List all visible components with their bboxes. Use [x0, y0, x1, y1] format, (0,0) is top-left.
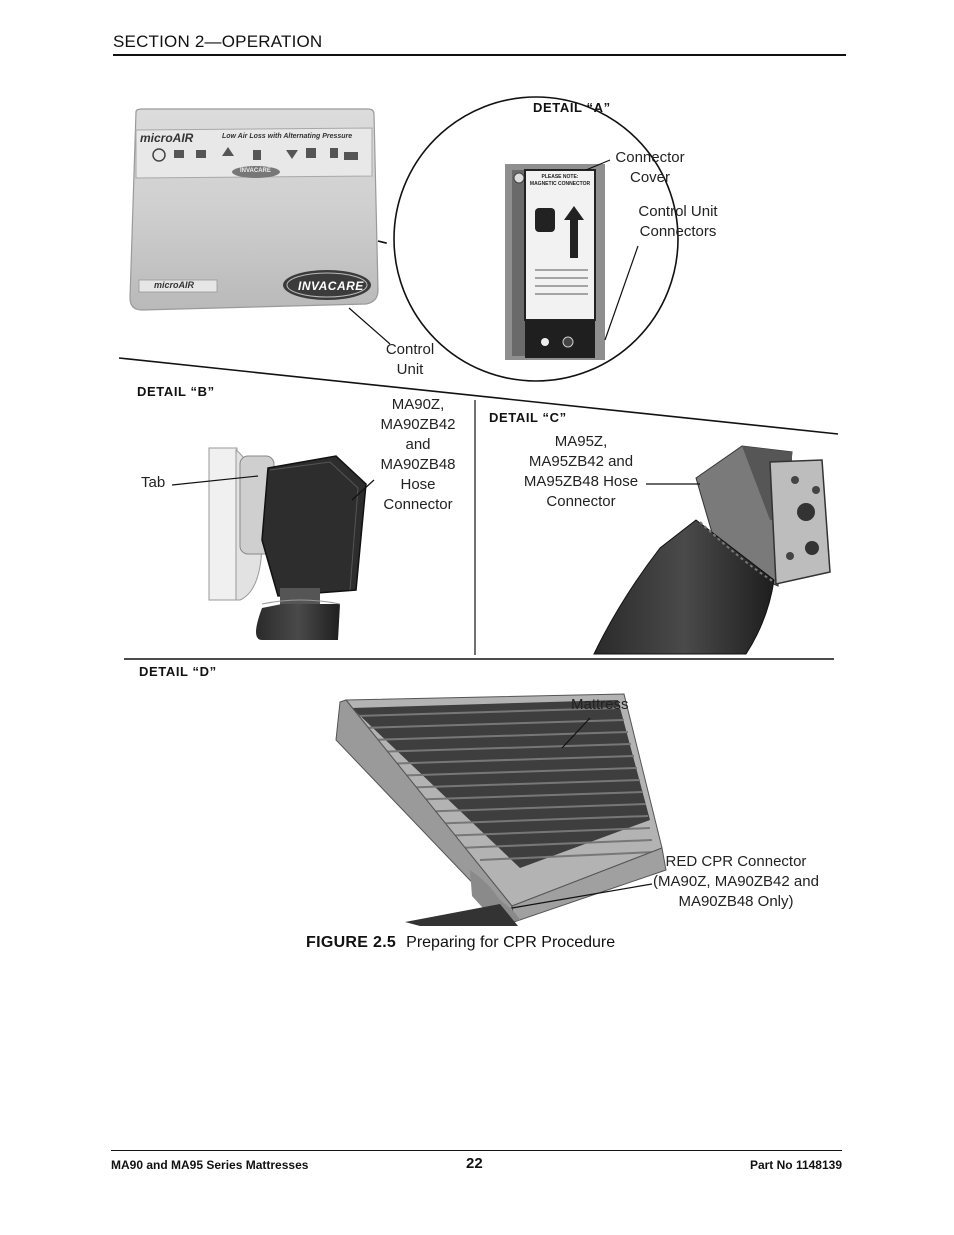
part-number: Part No 1148139 — [749, 1158, 842, 1172]
red-cpr-line2: (MA90Z, MA90ZB42 and — [653, 873, 819, 890]
control-unit-image — [129, 108, 379, 311]
ma95-hose-connector-label: MA95Z, MA95ZB42 and MA95ZB48 Hose Connec… — [516, 432, 646, 512]
figure-title: Preparing for CPR Procedure — [406, 934, 616, 951]
ma95-line2: MA95ZB42 and — [528, 453, 634, 470]
ma95-line3: MA95ZB48 Hose — [523, 473, 639, 490]
ma90-line5: Hose — [400, 476, 436, 493]
page-number: 22 — [466, 1155, 483, 1172]
tab-label: Tab — [141, 474, 166, 491]
control-unit-connectors-line2: Connectors — [639, 223, 717, 240]
connector-note: PLEASE NOTE: MAGNETIC CONNECTOR — [529, 174, 591, 187]
connector-cover-line2: Cover — [629, 169, 670, 186]
control-unit-connectors-label: Control Unit Connectors — [626, 202, 730, 242]
footer-rule — [111, 1150, 842, 1151]
ma95-line1: MA95Z, — [554, 433, 608, 450]
figure-caption: FIGURE 2.5 Preparing for CPR Procedure — [306, 934, 615, 952]
mattress-label: Mattress — [571, 696, 629, 713]
control-unit-label: Control Unit — [372, 340, 448, 380]
device-brand: microAIR — [140, 131, 194, 145]
detail-c-label: DETAIL “C” — [489, 410, 567, 425]
device-logo: INVACARE — [298, 279, 364, 293]
connector-cover-label: Connector Cover — [604, 148, 696, 188]
red-cpr-connector-label: RED CPR Connector (MA90Z, MA90ZB42 and M… — [644, 852, 828, 912]
ma90-line2: MA90ZB42 — [380, 416, 456, 433]
device-plate-brand: microAIR — [154, 280, 195, 290]
ma90-line1: MA90Z, — [391, 396, 445, 413]
ma90-line4: MA90ZB48 — [380, 456, 456, 473]
ma90-hose-connector-label: MA90Z, MA90ZB42 and MA90ZB48 Hose Connec… — [372, 395, 464, 515]
detail-a-magnifier — [393, 96, 679, 382]
detail-d-mattress-image — [335, 693, 667, 926]
ma90-line6: Connector — [383, 496, 453, 513]
detail-d-label: DETAIL “D” — [139, 664, 217, 679]
ma90-line3: and — [405, 436, 431, 453]
connector-cover-line1: Connector — [615, 149, 685, 166]
device-panel-logo: INVACARE — [240, 168, 271, 174]
detail-b-label: DETAIL “B” — [137, 384, 215, 399]
header-rule — [113, 54, 846, 56]
figure-number: FIGURE 2.5 — [306, 934, 397, 951]
control-unit-line1: Control — [385, 341, 435, 358]
detail-c-image — [593, 445, 831, 655]
red-cpr-line3: MA90ZB48 Only) — [678, 893, 794, 910]
control-unit-connectors-line1: Control Unit — [638, 203, 718, 220]
footer-title: MA90 and MA95 Series Mattresses — [111, 1158, 309, 1172]
detail-a-label: DETAIL “A” — [533, 100, 611, 115]
red-cpr-line1: RED CPR Connector — [665, 853, 807, 870]
detail-b-image — [171, 447, 375, 640]
device-subtitle: Low Air Loss with Alternating Pressure — [222, 133, 353, 140]
section-header: SECTION 2—OPERATION — [113, 32, 323, 51]
control-unit-line2: Unit — [396, 361, 424, 378]
ma95-line4: Connector — [546, 493, 616, 510]
